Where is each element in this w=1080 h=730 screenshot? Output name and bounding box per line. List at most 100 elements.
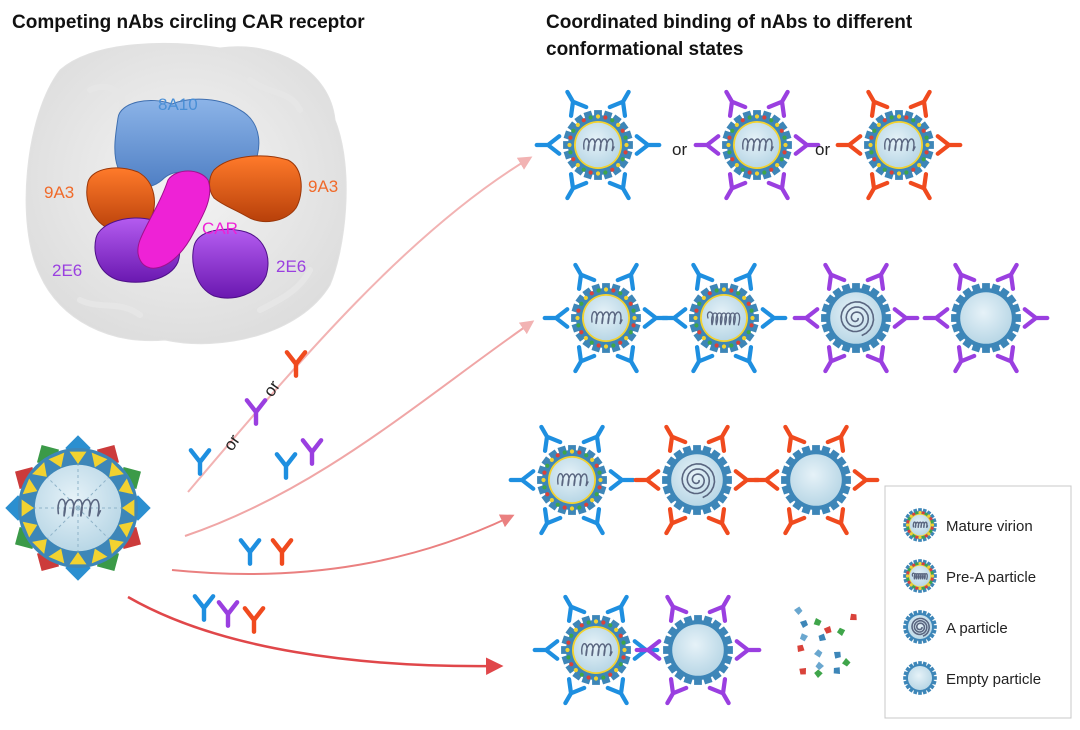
legend-label-mature: Mature virion — [946, 518, 1033, 535]
mature-particle — [864, 110, 934, 180]
label-2E6-right: 2E6 — [276, 257, 306, 276]
bound-antibody-icon — [534, 134, 562, 156]
bound-antibody-icon — [835, 134, 863, 156]
bound-antibody-icon — [865, 345, 889, 374]
bound-antibody-icon — [908, 89, 932, 118]
bound-antibody-icon — [865, 262, 889, 291]
legend-icon-prea — [903, 559, 937, 593]
bound-antibody-icon — [825, 507, 849, 536]
legend-label-empty: Empty particle — [946, 671, 1041, 688]
particle-grid — [508, 89, 1050, 706]
legend-icon-a — [903, 610, 937, 644]
bound-antibody-icon — [935, 134, 963, 156]
prea-particle — [689, 283, 759, 353]
bound-antibody-icon — [605, 677, 629, 706]
row-3-particle-2 — [633, 424, 761, 536]
row-2-particle-4 — [922, 262, 1050, 374]
bound-antibody-icon — [607, 89, 631, 118]
label-2E6-left: 2E6 — [52, 261, 82, 280]
bound-antibody-icon — [691, 345, 715, 374]
bound-antibody-icon — [793, 134, 821, 156]
bound-antibody-icon — [823, 262, 847, 291]
bound-antibody-icon — [573, 262, 597, 291]
legend: Mature virion Pre-A particle A particle … — [884, 485, 1072, 719]
row-1-particle-1 — [534, 89, 662, 201]
bound-antibody-icon — [508, 469, 536, 491]
bound-antibody-icon — [607, 172, 631, 201]
bound-antibody-icon — [783, 507, 807, 536]
bound-antibody-icon — [760, 307, 788, 329]
bound-antibody-icon — [634, 639, 662, 661]
legend-label-prea: Pre-A particle — [946, 569, 1036, 586]
bound-antibody-icon — [539, 424, 563, 453]
mature-particle — [537, 445, 607, 515]
bound-antibody-icon — [539, 507, 563, 536]
arrow-to-row-2 — [184, 320, 535, 537]
or-word-arrow-1b: or — [260, 377, 284, 401]
antibody-8A10-icon — [274, 452, 298, 480]
bound-antibody-icon — [707, 677, 731, 706]
arrows — [127, 156, 535, 675]
mature-particle — [561, 615, 631, 685]
bound-antibody-icon — [615, 262, 639, 291]
row-4-particle-1 — [532, 594, 660, 706]
right-panel-title-line2: conformational states — [546, 39, 743, 60]
source-mature-virion — [5, 435, 151, 581]
antibody-9A3-icon — [242, 606, 266, 634]
antibody-8A10-icon — [192, 594, 216, 622]
antibody-9A3-icon — [284, 350, 308, 378]
bound-antibody-icon — [825, 424, 849, 453]
bound-antibody-icon — [665, 677, 689, 706]
antibody-density-9A3-right — [209, 155, 302, 223]
bound-antibody-icon — [615, 345, 639, 374]
legend-icon-empty — [903, 661, 937, 695]
bound-antibody-icon — [766, 89, 790, 118]
bound-antibody-icon — [733, 345, 757, 374]
car-receptor-density — [137, 170, 211, 269]
bound-antibody-icon — [664, 507, 688, 536]
label-car: CAR — [202, 219, 238, 238]
row-2-particle-3 — [792, 262, 920, 374]
bound-antibody-icon — [892, 307, 920, 329]
bound-antibody-icon — [633, 469, 661, 491]
or-word-row-1a: or — [672, 140, 687, 159]
bound-antibody-icon — [664, 424, 688, 453]
bound-antibody-icon — [724, 172, 748, 201]
bound-antibody-icon — [908, 172, 932, 201]
bound-antibody-icon — [733, 262, 757, 291]
row-2-particle-1 — [542, 262, 670, 374]
empty-particle — [951, 283, 1021, 353]
antibody-2E6-icon — [244, 398, 268, 426]
bound-antibody-icon — [565, 89, 589, 118]
bound-antibody-icon — [563, 677, 587, 706]
left-panel-title: Competing nAbs circling CAR receptor — [12, 12, 365, 33]
bound-antibody-icon — [995, 262, 1019, 291]
a-particle — [821, 283, 891, 353]
bound-antibody-icon — [691, 262, 715, 291]
bound-antibody-icon — [783, 424, 807, 453]
label-8A10: 8A10 — [158, 95, 198, 114]
row-4-particle-3 — [794, 606, 857, 678]
mature-particle — [722, 110, 792, 180]
row-3-particle-3 — [752, 424, 880, 536]
label-9A3-right: 9A3 — [308, 177, 338, 196]
antibody-8A10-icon — [238, 538, 262, 566]
bound-antibody-icon — [532, 639, 560, 661]
bound-antibody-icon — [665, 594, 689, 623]
bound-antibody-icon — [581, 424, 605, 453]
empty-particle — [781, 445, 851, 515]
bound-antibody-icon — [995, 345, 1019, 374]
mature-particle — [563, 110, 633, 180]
bound-antibody-icon — [866, 89, 890, 118]
bound-antibody-icon — [542, 307, 570, 329]
bound-antibody-icon — [565, 172, 589, 201]
cryo-em-structure: 8A10 9A3 9A3 CAR 2E6 2E6 — [25, 42, 347, 345]
bound-antibody-icon — [660, 307, 688, 329]
antibody-2E6-icon — [300, 438, 324, 466]
legend-label-a: A particle — [946, 620, 1008, 637]
row-3-particle-1 — [508, 424, 636, 536]
bound-antibody-icon — [852, 469, 880, 491]
bound-antibody-icon — [634, 134, 662, 156]
bound-antibody-icon — [706, 424, 730, 453]
capsid-fragments — [794, 606, 857, 678]
